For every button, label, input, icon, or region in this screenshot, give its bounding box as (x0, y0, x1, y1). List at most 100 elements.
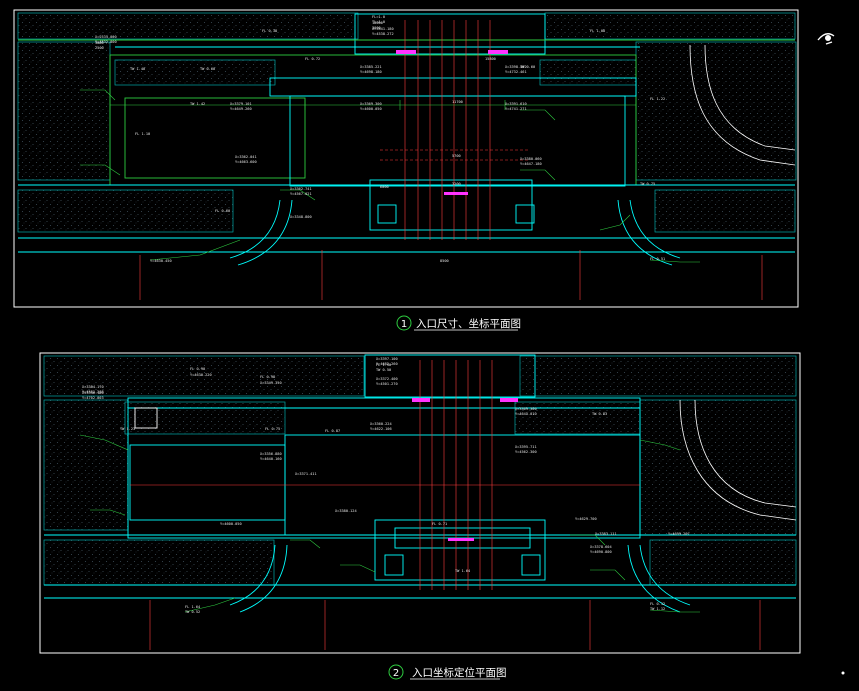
plan-2-annotation-23: Y=4629.700 (575, 517, 597, 521)
plan-1-annotation-22: X=3362.041 (235, 155, 257, 159)
plan-2-annotation-18: X=3369.300 (515, 407, 537, 411)
plan-1-entry-linework (18, 13, 795, 266)
plan-1-curved-road (689, 44, 796, 166)
north-arrow-marker-icon (841, 671, 845, 675)
plan-1-annotation-33: FL 0.60 (215, 209, 230, 213)
plan-2-annotation-28: FL 0.12 (650, 602, 665, 606)
plan-1-annotation-39: 8500 (440, 259, 449, 263)
plan-1-annotation-27: Y=4647.180 (520, 162, 542, 166)
plan-2-annotation-37: Y=4630.220 (190, 373, 212, 377)
plan-2-annotation-20: X=3371.411 (295, 472, 317, 476)
plan-2-caption-circle (388, 664, 404, 680)
plan-1-annotation-41: 6000 (380, 185, 389, 189)
plan-1-leaders (80, 89, 700, 263)
plan-2-annotation-24: FL 0.71 (432, 522, 447, 526)
plan-1-annotation-36: 11700 (452, 100, 463, 104)
plan-1-annotation-45: 3000 (372, 26, 381, 30)
plan-1-dimension-line (109, 100, 637, 110)
plan-1-annotation-26: X=3380.060 (520, 157, 542, 161)
plan-1-annotation-32: TW 0.75 (640, 182, 655, 186)
plan-1-annotation-4: X=3541.180 (372, 27, 394, 31)
plan-2-annotation-25: TW 1.64 (455, 569, 470, 573)
plan-1-annotation-14: X=3398.402 (505, 65, 527, 69)
plan-1-annotation-35: TW 1.42 (190, 102, 205, 106)
plan-2-caption-number: 2 (393, 668, 399, 679)
plan-1-annotation-18: X=3391.610 (505, 102, 527, 106)
plan-2-annotation-2: FL 0.98 (260, 375, 275, 379)
plan-1-caption-title: 入口尺寸、坐标平面图 (416, 317, 521, 330)
plan-1-annotation-11: TW 0.60 (520, 65, 535, 69)
plan-2-annotation-12: X=3356.880 (260, 452, 282, 456)
plan-1-annotation-40: 15800 (485, 57, 496, 61)
plan-1-annotation-16: X=3369.300 (360, 102, 382, 106)
plan-1-annotation-17: Y=4600.050 (360, 107, 382, 111)
plan-1-caption-circle (396, 315, 412, 331)
plan-1-hatched-areas (17, 12, 797, 233)
plan-1-annotation-7: FL 1.08 (590, 29, 605, 33)
plan-2-annotation-26: FL 1.64 (185, 605, 200, 609)
plan-2-annotation-16: X=3360.224 (370, 422, 392, 426)
plan-1-caption-number: 1 (401, 319, 407, 330)
cad-logo-icon (817, 33, 835, 45)
plan-2-annotation-31: Y=4690.800 (590, 550, 612, 554)
plan-1-annotation-13: Y=4698.180 (360, 70, 382, 74)
plan-2-annotation-22: X=3380.124 (335, 509, 357, 513)
plan-2-annotation-11: TW 0.83 (592, 412, 607, 416)
plan-2-annotation-13: Y=4640.160 (260, 457, 282, 461)
plan-1-annotation-23: Y=4663.600 (235, 160, 257, 164)
plan-1-annotation-44: 18000 (372, 21, 383, 25)
plan-1-annotation-21: Y=4649.260 (230, 107, 252, 111)
plan-2-annotation-27: TW 0.52 (185, 610, 200, 614)
plan-2-caption-title: 入口坐标定位平面图 (412, 666, 507, 679)
plan-2-leaders (79, 434, 700, 613)
plan-1-caption: 1 入口尺寸、坐标平面图 (396, 315, 521, 331)
plan-1-annotation-6: FL 0.38 (262, 29, 277, 33)
plan-1-annotation-12: X=3385.221 (360, 65, 382, 69)
plan-2-annotation-17: Y=4622.106 (370, 427, 392, 431)
plan-2-curved-road (679, 399, 797, 521)
plan-2-annotation-14: X=3395.711 (515, 445, 537, 449)
plan-2-caption: 2 入口坐标定位平面图 (388, 664, 507, 680)
plan-2-annotation-3: FL 0.90 (190, 367, 205, 371)
plan-2-annotation-36: X=3349.350 (260, 381, 282, 385)
plan-1-annotation-9: TW 1.40 (130, 67, 145, 71)
plan-2-annotation-1: Y=4581.208 (82, 390, 104, 394)
plan-1-axis-lines (139, 20, 763, 300)
plan-2-annotation-35: Y=4702.003 (82, 396, 104, 400)
plan-2-annotation-33: Y=4699.207 (668, 532, 690, 536)
plan-2-annotation-4: X=3397.100 (376, 357, 398, 361)
plan-1-annotation-3: TL=1.0 (372, 20, 385, 24)
plan-1-annotation-10: TW 0.60 (200, 67, 215, 71)
plan-2-annotation-10: FL 0.87 (325, 429, 340, 433)
plan-1-annotation-15: Y=4732.461 (505, 70, 527, 74)
plan-1-annotation-25: Y=4567.021 (290, 192, 312, 196)
plan-1-annotation-31: FL 0.51 (650, 257, 665, 261)
plan-1-annotation-8: FL 0.72 (305, 57, 320, 61)
plan-1-annotation-34: FL 1.10 (135, 132, 150, 136)
plan-2-annotation-9: FL 0.75 (265, 427, 280, 431)
plan-1-annotation-37: 5700 (452, 154, 461, 158)
plan-2-annotation-8: TW 1.23 (120, 427, 135, 431)
plan-1-annotation-0: X=2533,000 (95, 35, 117, 39)
plan-2-hatched-areas (43, 355, 797, 586)
plan-2-annotation-15: Y=4562.300 (515, 450, 537, 454)
plan-1-annotation-2: FL=1.0 (372, 15, 385, 19)
plan-1-magenta-markers (396, 50, 508, 195)
plan-1-annotation-19: Y=4741.271 (505, 107, 527, 111)
plan-1-annotation-28: X=3348.800 (290, 215, 312, 219)
plan-2-annotation-34: X=3396.100 (82, 391, 104, 395)
plan-2-axis-lines (130, 360, 761, 650)
plan-2-annotation-0: X=3384.170 (82, 385, 104, 389)
plan-2-annotation-6: X=3372.400 (376, 377, 398, 381)
plan-1-annotation-20: X=3379.101 (230, 102, 252, 106)
plan-1-annotation-42: 3000 (95, 41, 104, 45)
plan-2-annotation-21: Y=4600.050 (220, 522, 242, 526)
plan-2-annotation-5: Y=4682.260 (376, 362, 398, 366)
plan-2-annotation-29: TW 1.12 (650, 607, 665, 611)
plan-1-annotation-5: Y=4538.272 (372, 32, 394, 36)
plan-1-annotation-1: Y=4532,000 (95, 40, 117, 44)
plan-1: 1 入口尺寸、坐标平面图 X=2533,000Y=4532,000FL=1.0T… (13, 9, 799, 331)
